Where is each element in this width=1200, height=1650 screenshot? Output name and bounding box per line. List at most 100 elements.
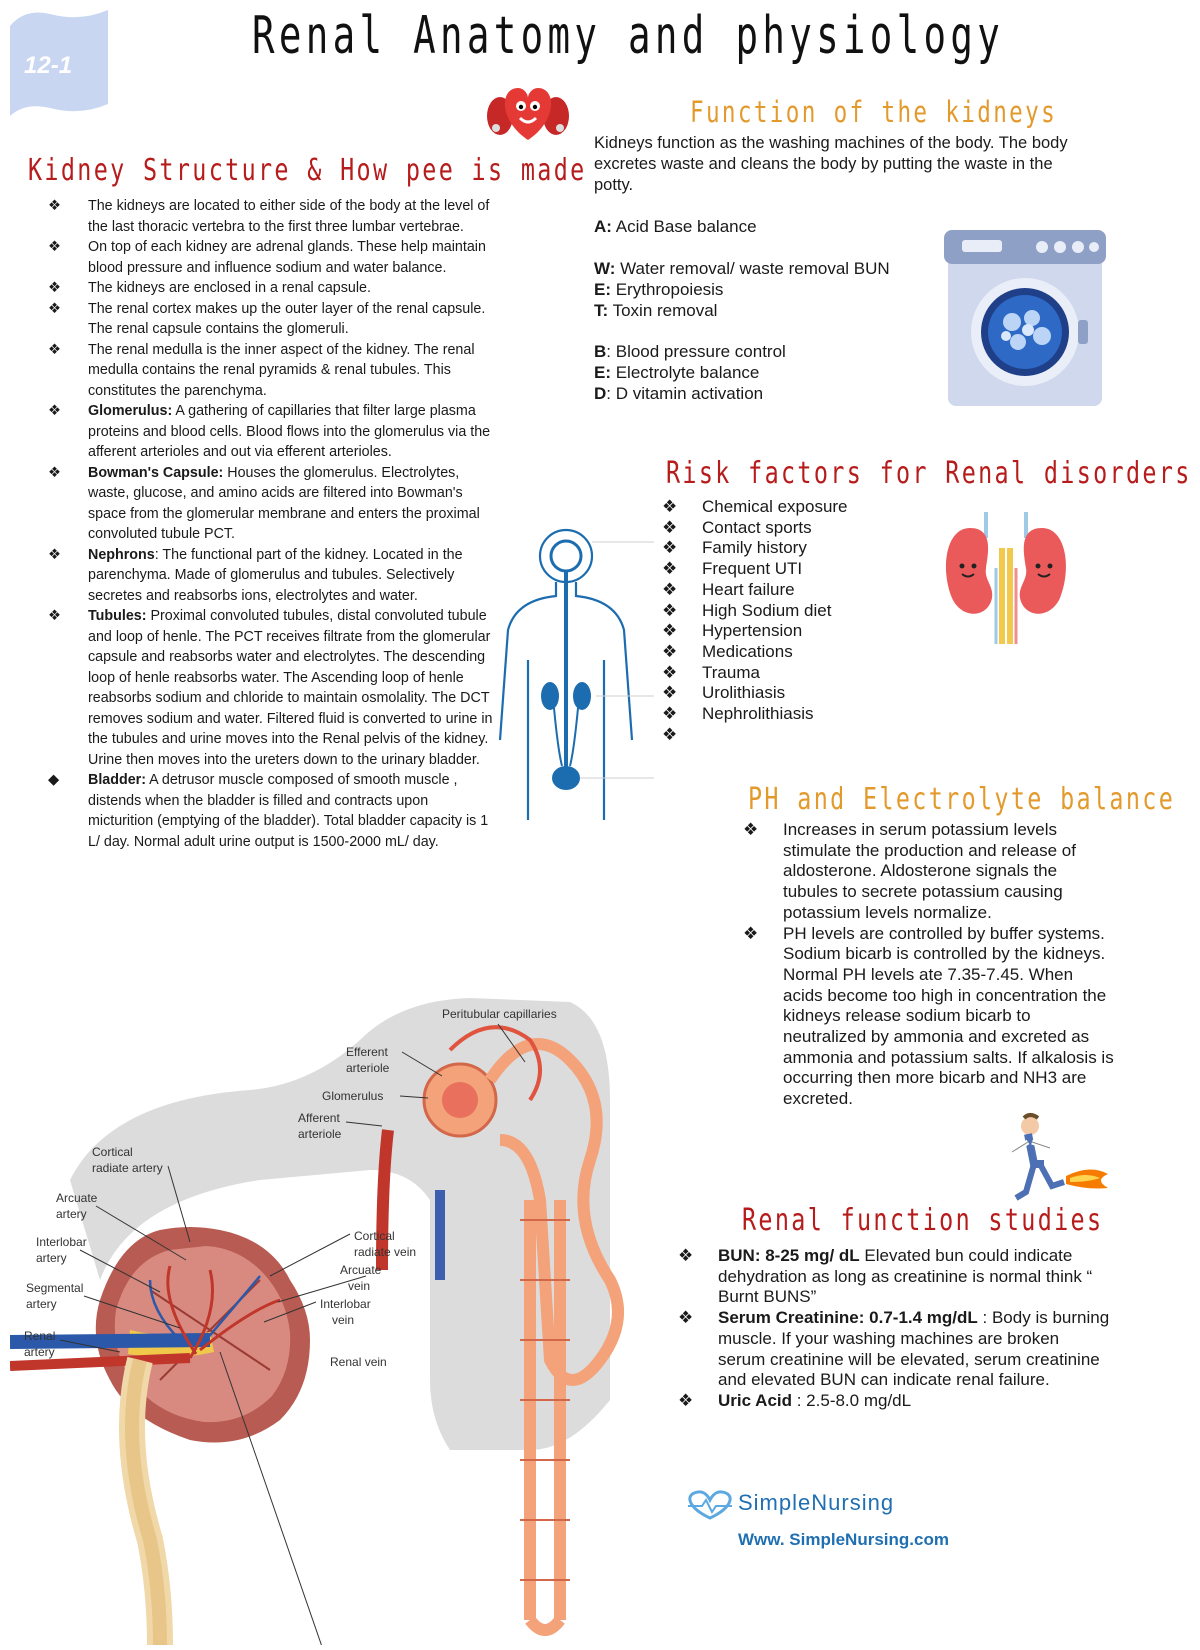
studies-heading: Renal function studies — [742, 1203, 1104, 1238]
diamond-bullet-icon: ❖ — [48, 464, 61, 481]
mnemonic-line: E: Electrolyte balance — [594, 363, 760, 382]
brand-logo[interactable]: SimpleNursing — [682, 1488, 952, 1522]
washing-machine-icon — [942, 226, 1108, 412]
mnemonic-line: B: Blood pressure control — [594, 342, 786, 361]
list-item: ❖ — [662, 725, 942, 746]
diamond-bullet-icon: ❖ — [678, 1308, 694, 1328]
diamond-bullet-icon: ❖ — [48, 403, 61, 419]
list-item: ❖On top of each kidney are adrenal gland… — [48, 239, 486, 276]
label-cortical-radiate-vein: Cortical — [354, 1229, 395, 1243]
diamond-bullet-icon: ❖ — [662, 683, 678, 703]
label-renal-vein-text: Renal vein — [330, 1355, 387, 1369]
label-efferent-arteriole: Efferent — [346, 1045, 388, 1059]
diamond-bullet-icon: ❖ — [662, 538, 678, 558]
list-item: ❖The renal medulla is the inner aspect o… — [48, 341, 475, 399]
risk-heading: Risk factors for Renal disorders — [666, 456, 1192, 491]
diamond-bullet-icon: ❖ — [662, 517, 678, 537]
label-cortical-radiate-artery: Cortical — [92, 1145, 133, 1159]
running-man-icon — [1004, 1112, 1110, 1208]
diamond-bullet-icon: ❖ — [662, 621, 678, 641]
list-item: ❖Medications — [662, 641, 793, 661]
mnemonic-line: E: Erythropoiesis — [594, 280, 724, 299]
brand-url[interactable]: Www. SimpleNursing.com — [738, 1530, 949, 1549]
list-item: ❖BUN: 8-25 mg/ dL Elevated bun could ind… — [678, 1246, 1093, 1307]
mnemonic-line: W: Water removal/ waste removal BUN — [594, 259, 890, 278]
label-efferent-arteriole-line2: arteriole — [346, 1061, 390, 1075]
list-item: ❖Increases in serum potassium levels sti… — [743, 820, 1076, 922]
label-arcuate-vein: Arcuate — [340, 1263, 382, 1277]
list-item: ◆Bladder: A detrusor muscle composed of … — [48, 772, 489, 850]
diamond-bullet-icon: ❖ — [743, 923, 759, 943]
list-item: ❖Nephrolithiasis — [662, 704, 814, 724]
studies-list: ❖BUN: 8-25 mg/ dL Elevated bun could ind… — [678, 1246, 1110, 1412]
label-glomerulus: Glomerulus — [322, 1089, 383, 1103]
list-item: ❖Serum Creatinine: 0.7-1.4 mg/dL : Body … — [678, 1308, 1110, 1390]
function-intro: Kidneys function as the washing machines… — [594, 134, 1068, 194]
label-afferent-arteriole-line2: arteriole — [298, 1127, 342, 1141]
label-cortical-radiate-vein-line2: radiate vein — [354, 1245, 416, 1259]
mnemonic-group-bed: B: Blood pressure control E: Electrolyte… — [594, 341, 924, 404]
label-arcuate-artery: Arcuate — [56, 1191, 98, 1205]
list-item: ❖PH levels are controlled by buffer syst… — [743, 923, 1114, 1109]
diamond-bullet-icon: ❖ — [662, 662, 678, 682]
diamond-bullet-icon: ❖ — [662, 704, 678, 724]
diamond-bullet-icon: ❖ — [48, 546, 61, 563]
diamond-bullet-icon: ❖ — [662, 579, 678, 599]
list-item: ❖The kidneys are enclosed in a renal cap… — [48, 278, 496, 299]
list-item: ❖Uric Acid : 2.5-8.0 mg/dL — [678, 1390, 912, 1410]
page-tag-label: 12-1 — [24, 52, 73, 79]
list-item: ❖The kidneys are located to either side … — [48, 198, 490, 235]
label-cortical-radiate-artery-line2: radiate artery — [92, 1161, 163, 1175]
brand-name: SimpleNursing — [738, 1490, 895, 1515]
list-item: ❖Hypertension — [662, 621, 803, 641]
structure-heading: Kidney Structure & How pee is made — [28, 153, 587, 188]
label-renal-artery: Renal — [24, 1329, 55, 1343]
structure-list: ❖The kidneys are located to either side … — [48, 196, 496, 852]
label-interlobar-vein-line2: vein — [332, 1313, 354, 1327]
label-afferent-arteriole: Afferent — [298, 1111, 340, 1125]
diamond-bullet-icon: ❖ — [48, 239, 61, 255]
list-item: ❖Tubules: Proximal convoluted tubules, d… — [48, 608, 493, 768]
mnemonic-group-wet: W: Water removal/ waste removal BUN E: E… — [594, 258, 924, 321]
diamond-bullet-icon: ❖ — [743, 820, 759, 839]
list-item: ❖Urolithiasis — [662, 683, 786, 703]
diamond-bullet-icon: ❖ — [678, 1246, 694, 1265]
page-tag: 12-1 — [10, 8, 108, 116]
diamond-bullet-icon: ❖ — [678, 1390, 694, 1410]
label-renal-artery-line2: artery — [24, 1345, 55, 1359]
label-segmental-artery-line2: artery — [26, 1297, 57, 1311]
diamond-bullet-icon: ❖ — [48, 341, 61, 358]
mnemonic-line: D: D vitamin activation — [594, 384, 764, 403]
urinary-system-body-figure — [494, 520, 664, 830]
kidney-nephron-diagram: Peritubular capillaries Efferent arterio… — [9, 980, 670, 1650]
diamond-bullet-icon: ❖ — [662, 724, 678, 744]
list-item: ❖Nephrons: The functional part of the ki… — [48, 546, 463, 604]
ph-list: ❖Increases in serum potassium levels sti… — [743, 820, 1115, 1110]
mnemonic-group-a: A: Acid Base balance — [594, 216, 924, 238]
diamond-bullet-icon: ❖ — [662, 641, 678, 661]
label-interlobar-artery: Interlobar — [36, 1235, 87, 1249]
list-item: ❖Chemical exposure — [662, 497, 848, 516]
list-item: ❖The renal cortex makes up the outer lay… — [48, 300, 486, 338]
label-peritubular-capillaries: Peritubular capillaries — [442, 1007, 557, 1021]
kidneys-cartoon-icon — [940, 508, 1072, 644]
label-interlobar-vein: Interlobar — [320, 1297, 371, 1311]
list-item: ❖Heart failure — [662, 579, 795, 599]
list-item: ❖Contact sports — [662, 517, 812, 537]
diamond-bullet-icon: ❖ — [662, 600, 678, 620]
mnemonic-line: A: Acid Base balance — [594, 217, 757, 236]
list-item: ❖Glomerulus: A gathering of capillaries … — [48, 403, 491, 460]
diamond-bullet-icon: ❖ — [48, 280, 61, 296]
ph-heading: PH and Electrolyte balance — [748, 782, 1176, 817]
heart-logo-icon — [688, 1490, 732, 1520]
diamond-bullet-icon: ❖ — [48, 198, 61, 214]
page-title: Renal Anatomy and physiology — [252, 6, 1005, 66]
diamond-bullet-icon: ❖ — [48, 300, 61, 317]
list-item: ❖Frequent UTI — [662, 559, 803, 579]
list-item: ❖Trauma — [662, 662, 760, 682]
risk-list: ❖Chemical exposure ❖Contact sports ❖Fami… — [662, 497, 942, 745]
mnemonic-line: T: Toxin removal — [594, 301, 718, 320]
diamond-bullet-icon: ❖ — [662, 497, 678, 516]
function-heading: Function of the kidneys — [690, 95, 1058, 129]
label-segmental-artery: Segmental — [26, 1281, 83, 1295]
